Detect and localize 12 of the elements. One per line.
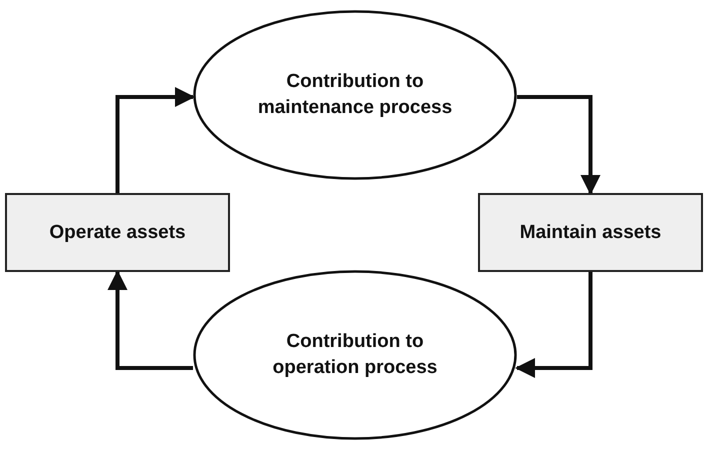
node-label: Maintain assets: [520, 220, 662, 245]
node-label: Operate assets: [49, 220, 186, 245]
process-box: [5, 193, 230, 272]
process-box: [478, 193, 703, 272]
arrow: [116, 87, 195, 193]
process-ellipse: [193, 270, 517, 440]
arrow: [108, 270, 193, 370]
arrow: [517, 95, 600, 195]
node-label: Contribution to operation process: [272, 330, 438, 380]
arrow: [515, 272, 592, 378]
process-ellipse: [193, 10, 517, 180]
node-label: Contribution to maintenance process: [256, 70, 454, 120]
